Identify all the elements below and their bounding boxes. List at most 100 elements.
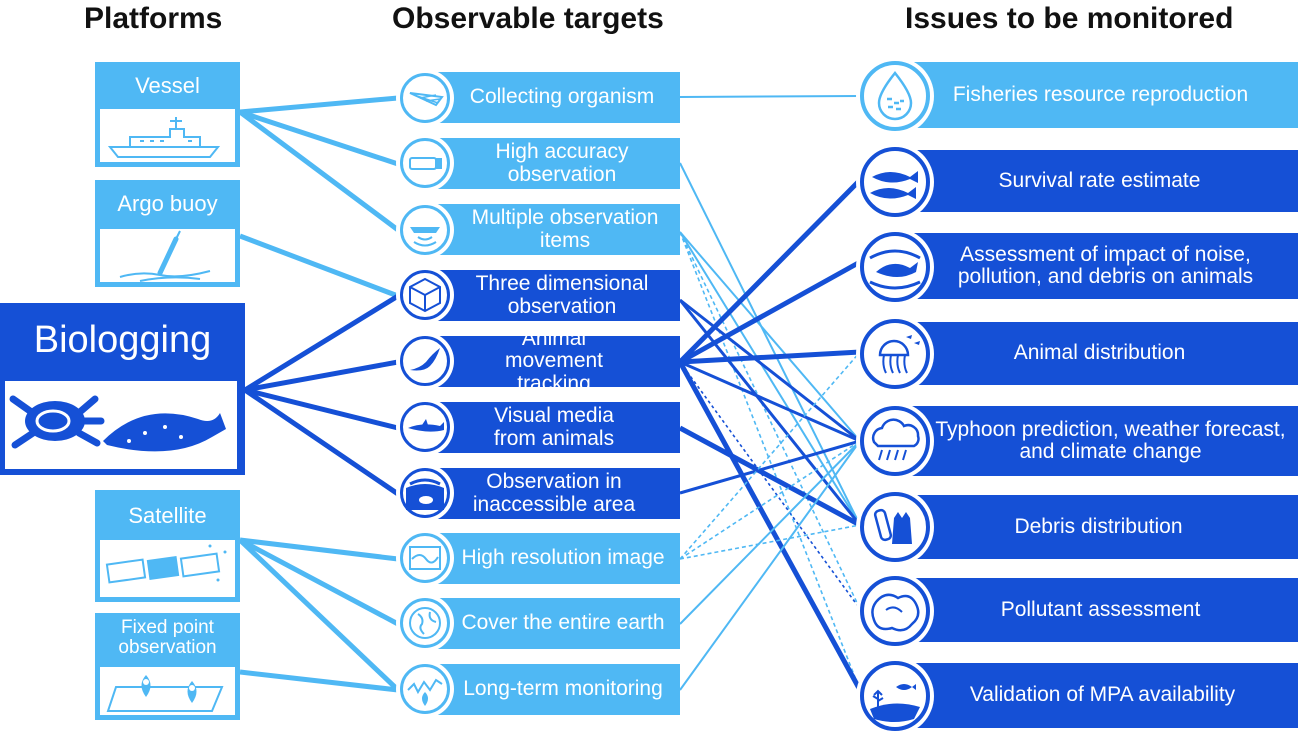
connector-satellite-to-longterm	[238, 538, 400, 692]
platforms-header: Platforms	[84, 2, 223, 35]
target-visual-media-label: Visual media from animals	[493, 404, 615, 450]
connector-vessel-to-collecting	[239, 95, 399, 115]
map-image-icon	[396, 529, 454, 587]
reef-fish-icon	[856, 657, 934, 735]
connector-bio-to-movement	[244, 359, 399, 393]
connector-longterm-to-typhoon	[679, 440, 861, 691]
target-high-resolution-label: High resolution image	[461, 546, 665, 570]
target-high-accuracy-label: High accuracy observation	[495, 140, 629, 186]
trend-pin-icon	[396, 660, 454, 718]
storm-cloud-icon	[856, 402, 934, 480]
satellite-icon	[100, 540, 235, 597]
connector-threed-to-typhoon	[679, 298, 861, 443]
connector-bio-to-inaccessible	[243, 387, 400, 497]
issue-survival: Survival rate estimate	[893, 150, 1298, 212]
sonar-ship-icon	[396, 201, 454, 259]
connector-multiple-to-debris	[679, 231, 861, 526]
issue-animal-distribution: Animal distribution	[893, 322, 1298, 385]
cube-icon	[396, 266, 454, 324]
target-long-term-label: Long-term monitoring	[463, 677, 663, 701]
issue-typhoon: Typhoon prediction, weather forecast, an…	[893, 406, 1298, 476]
turtle-and-seal-icon	[5, 381, 237, 469]
connector-multiple-to-mpa	[679, 231, 861, 691]
issue-fisheries-label: Fisheries resource reproduction	[952, 82, 1249, 106]
jellyfish-icon	[856, 315, 934, 393]
issue-survival-label: Survival rate estimate	[998, 168, 1201, 192]
connector-multiple-to-typhoon	[679, 231, 861, 442]
target-multiple-items: Multiple observation items	[428, 204, 680, 255]
connector-satellite-to-highres	[239, 537, 399, 562]
target-long-term: Long-term monitoring	[428, 664, 680, 715]
platform-satellite-label: Satellite	[128, 503, 207, 528]
platform-biologging-label: Biologging	[33, 319, 212, 361]
issue-debris: Debris distribution	[893, 495, 1298, 559]
platform-argo-buoy-label: Argo buoy	[117, 191, 218, 216]
target-three-dimensional-label: Three dimensional observation	[475, 272, 649, 318]
connector-movement-to-typhoon	[679, 360, 861, 443]
connector-highres-to-typhoon	[679, 440, 861, 560]
connector-satellite-to-cover	[238, 537, 400, 627]
connector-movement-to-survival	[678, 176, 864, 364]
map-pins-icon	[100, 667, 235, 715]
target-animal-movement: Animal movement tracking	[428, 328, 680, 394]
issue-fisheries: Fisheries resource reproduction	[893, 62, 1298, 128]
connector-inaccessible-to-typhoon	[679, 439, 861, 495]
fish-egg-drop-icon	[856, 57, 934, 135]
platform-vessel-label: Vessel	[135, 73, 200, 98]
tuna-icon	[856, 143, 934, 221]
target-visual-media: Visual media from animals	[428, 402, 680, 453]
platform-argo-buoy: Argo buoy	[95, 180, 240, 287]
platform-biologging: Biologging	[0, 303, 245, 475]
target-cover-earth: Cover the entire earth	[428, 598, 680, 649]
under-ice-fish-icon	[396, 464, 454, 522]
target-multiple-items-label: Multiple observation items	[471, 206, 659, 252]
target-high-accuracy: High accuracy observation	[428, 138, 680, 189]
issue-typhoon-label: Typhoon prediction, weather forecast, an…	[935, 417, 1286, 463]
connector-visual-to-debris	[678, 425, 862, 528]
oil-spill-icon	[856, 572, 934, 650]
connector-highres-to-distribution	[679, 351, 861, 560]
connector-movement-to-mpa	[677, 360, 863, 692]
target-inaccessible-area: Observation in inaccessible area	[428, 468, 680, 519]
target-high-resolution: High resolution image	[428, 533, 680, 584]
target-three-dimensional: Three dimensional observation	[428, 270, 680, 321]
connector-movement-to-pollutant	[679, 361, 861, 610]
target-cover-earth-label: Cover the entire earth	[461, 611, 665, 635]
platform-fixed-point-label: Fixed point observation	[118, 617, 217, 658]
connector-movement-to-noise	[678, 259, 862, 365]
connector-movement-to-distribution	[679, 349, 861, 365]
issue-debris-label: Debris distribution	[1014, 514, 1183, 538]
platform-satellite: Satellite	[95, 490, 240, 602]
issue-mpa: Validation of MPA availability	[893, 663, 1298, 728]
target-inaccessible-area-label: Observation in inaccessible area	[472, 470, 636, 516]
connector-bio-to-threed	[243, 293, 400, 393]
issues-header: Issues to be monitored	[905, 2, 1234, 35]
target-collecting-organism-label: Collecting organism	[469, 85, 655, 109]
seabird-icon	[396, 332, 454, 390]
connector-accuracy-to-debris	[679, 162, 861, 526]
connector-cover-to-typhoon	[679, 440, 861, 625]
observable-targets-header: Observable targets	[392, 2, 664, 35]
instrument-icon	[396, 134, 454, 192]
connector-threed-to-debris	[678, 299, 862, 526]
target-collecting-organism: Collecting organism	[428, 72, 680, 123]
connector-bio-to-visual	[244, 387, 399, 431]
issue-noise-pollution-label: Assessment of impact of noise, pollution…	[957, 242, 1254, 288]
bottle-bag-icon	[856, 488, 934, 566]
issue-pollutant-label: Pollutant assessment	[1000, 597, 1201, 621]
connector-vessel-to-multiple	[238, 109, 400, 233]
issue-animal-distribution-label: Animal distribution	[1013, 341, 1186, 365]
target-animal-movement-label: Animal movement tracking	[504, 327, 604, 395]
connector-argo-to-threed	[239, 233, 399, 299]
issue-noise-pollution: Assessment of impact of noise, pollution…	[893, 233, 1298, 299]
connector-vessel-to-accuracy	[239, 109, 399, 167]
net-icon	[396, 69, 454, 127]
globe-icon	[396, 594, 454, 652]
connector-highres-to-debris	[679, 524, 861, 560]
issue-pollutant: Pollutant assessment	[893, 578, 1298, 642]
argo-buoy-icon	[100, 229, 235, 282]
connector-fixed-to-longterm	[239, 669, 399, 693]
platform-vessel: Vessel	[95, 62, 240, 167]
whale-icon	[856, 228, 934, 306]
